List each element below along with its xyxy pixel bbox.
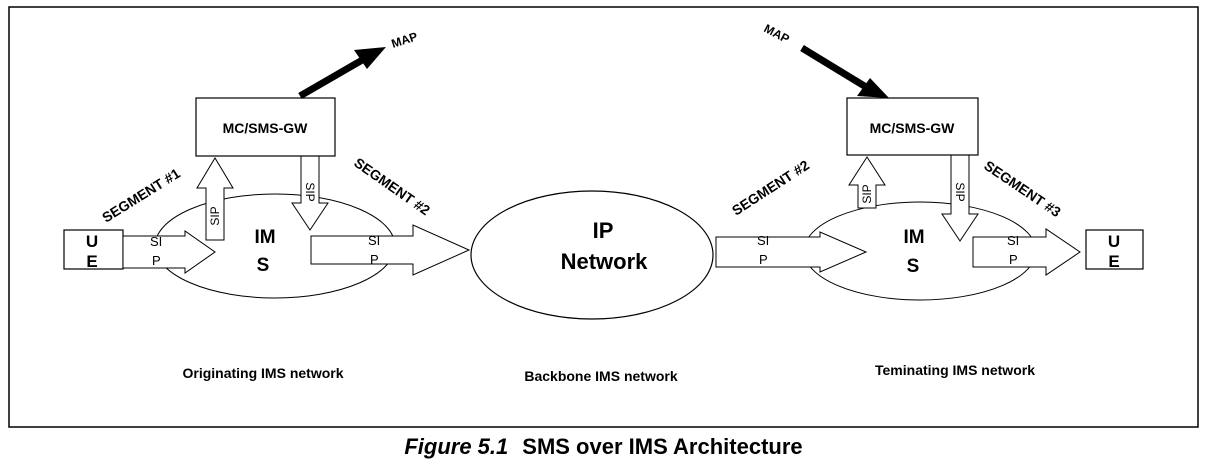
sip-label-vertical: SIP xyxy=(208,206,222,225)
ue-to-ims-left-arrow xyxy=(122,230,216,274)
ip-to-ims-right-arrow xyxy=(715,231,868,273)
sip-label-bottom: P xyxy=(1009,252,1018,267)
sip-label-top: SI xyxy=(1007,233,1019,248)
ims-left-label-top: IM xyxy=(254,227,275,248)
terminating-network-label: Teminating IMS network xyxy=(875,362,1035,378)
ims-to-ue-right-arrow xyxy=(972,228,1081,276)
gw-left-label: MC/SMS-GW xyxy=(223,120,309,136)
ims-to-gw-right-arrow xyxy=(848,156,886,209)
gw-to-ims-right-arrow xyxy=(941,154,979,242)
ip-network-ellipse xyxy=(470,190,714,320)
ip-network-label-line1: IP xyxy=(593,218,614,243)
ue-right-box xyxy=(1085,229,1144,270)
ue-left-label-top: U xyxy=(86,232,98,251)
diagram-frame xyxy=(8,6,1199,428)
sip-label-vertical: SIP xyxy=(953,182,967,201)
map-right-arrow xyxy=(800,45,868,90)
segment-3-label: SEGMENT #3 xyxy=(981,157,1064,220)
sip-label-vertical: SIP xyxy=(303,182,317,201)
segment-2-right-label: SEGMENT #2 xyxy=(729,157,812,219)
sip-label-bottom: P xyxy=(370,252,379,267)
map-left-arrow xyxy=(298,55,366,100)
map-left-label: MAP xyxy=(390,29,420,51)
gw-left-box xyxy=(195,97,336,157)
segment-2-left-label: SEGMENT #2 xyxy=(351,154,433,218)
gw-right-box xyxy=(846,97,979,156)
ims-right-label-top: IM xyxy=(903,227,924,248)
ue-right-label-bottom: E xyxy=(1108,252,1119,271)
ip-network-label-line2: Network xyxy=(561,249,649,274)
map-right-label: MAP xyxy=(762,21,792,46)
sip-label-vertical: SIP xyxy=(860,184,874,203)
figure-title: SMS over IMS Architecture xyxy=(522,434,803,459)
figure-number: Figure 5.1 xyxy=(404,434,509,459)
gw-to-ims-left-arrow xyxy=(291,154,329,231)
backbone-network-label: Backbone IMS network xyxy=(524,368,677,384)
ue-left-label-bottom: E xyxy=(86,252,97,271)
ue-right-label-top: U xyxy=(1108,232,1120,251)
gw-right-label: MC/SMS-GW xyxy=(870,120,956,136)
map-right-arrowhead xyxy=(857,78,889,98)
ims-to-gw-left-arrow xyxy=(196,157,234,241)
sip-label-bottom: P xyxy=(152,253,161,268)
ims-left-to-ip-arrow xyxy=(310,224,471,276)
segment-1-label: SEGMENT #1 xyxy=(99,165,183,226)
originating-network-label: Originating IMS network xyxy=(182,365,343,381)
map-left-arrowhead xyxy=(354,47,386,69)
ims-left-label-bottom: S xyxy=(257,255,270,276)
ims-right-label-bottom: S xyxy=(907,256,920,277)
sip-label-top: SI xyxy=(150,234,162,249)
sip-label-top: SI xyxy=(368,233,380,248)
sip-label-bottom: P xyxy=(759,252,768,267)
figure-caption: Figure 5.1 SMS over IMS Architecture xyxy=(0,434,1207,460)
sip-label-top: SI xyxy=(757,233,769,248)
